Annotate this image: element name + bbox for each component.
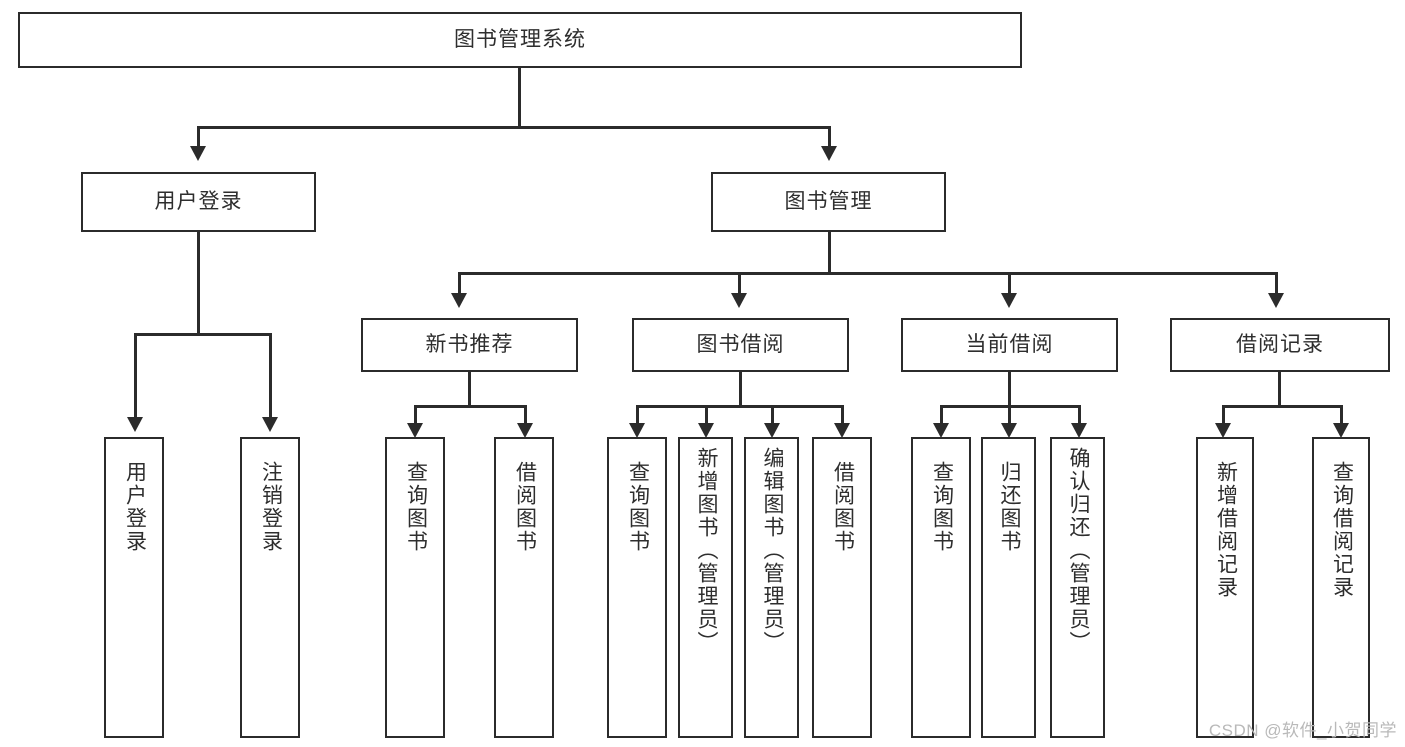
node-current-borrow[interactable]: 当前借阅 xyxy=(901,318,1118,372)
node-label: 查询图书 xyxy=(404,461,428,553)
edge-root-to-user-login xyxy=(197,126,200,148)
edge-book-borrow-stem xyxy=(739,372,742,408)
edge-user-login-branch-2 xyxy=(269,333,272,419)
node-leaf-query-borrow-record[interactable]: 查询借阅记录 xyxy=(1312,437,1370,738)
node-leaf-return-book[interactable]: 归还图书 xyxy=(981,437,1036,738)
node-label: 查询图书 xyxy=(930,461,954,553)
node-label: 注销登录 xyxy=(259,461,283,553)
node-label: 借阅图书 xyxy=(831,461,855,553)
node-label: 图书借阅 xyxy=(696,333,785,357)
node-label: 新增借阅记录 xyxy=(1214,461,1238,599)
arrow-current-borrow-to-leaf-2 xyxy=(1001,423,1017,438)
arrow-root-to-book-management xyxy=(821,146,837,161)
arrow-to-current-borrow xyxy=(1001,293,1017,308)
edge-borrow-record-branch-1 xyxy=(1222,405,1225,425)
arrow-user-login-to-leaf-2 xyxy=(262,417,278,432)
edge-book-management-stem xyxy=(828,232,831,274)
node-leaf-query-book-3[interactable]: 查询图书 xyxy=(911,437,971,738)
edge-level3-branch-1 xyxy=(458,272,461,295)
node-label: 编辑图书（管理员） xyxy=(760,447,784,654)
edge-user-login-stem xyxy=(197,232,200,335)
node-label: 当前借阅 xyxy=(965,333,1054,357)
node-leaf-add-book-admin[interactable]: 新增图书（管理员） xyxy=(678,437,733,738)
arrow-new-book-to-leaf-2 xyxy=(517,423,533,438)
edge-current-borrow-stem xyxy=(1008,372,1011,408)
edge-book-borrow-branch-1 xyxy=(636,405,639,425)
node-leaf-edit-book-admin[interactable]: 编辑图书（管理员） xyxy=(744,437,799,738)
edge-book-borrow-branch-3 xyxy=(771,405,774,425)
edge-new-book-branch-2 xyxy=(524,405,527,425)
node-leaf-confirm-return-admin[interactable]: 确认归还（管理员） xyxy=(1050,437,1105,738)
arrow-borrow-record-to-leaf-1 xyxy=(1215,423,1231,438)
arrow-new-book-to-leaf-1 xyxy=(407,423,423,438)
node-leaf-logout-login[interactable]: 注销登录 xyxy=(240,437,300,738)
edge-user-login-branch-1 xyxy=(134,333,137,419)
edge-user-login-bus xyxy=(134,333,272,336)
arrow-to-book-borrow xyxy=(731,293,747,308)
arrow-root-to-user-login xyxy=(190,146,206,161)
edge-new-book-branch-1 xyxy=(414,405,417,425)
node-label: 新增图书（管理员） xyxy=(694,447,718,654)
node-label: 确认归还（管理员） xyxy=(1066,447,1090,654)
node-system-root[interactable]: 图书管理系统 xyxy=(18,12,1022,68)
edge-book-borrow-branch-2 xyxy=(705,405,708,425)
node-leaf-borrow-book-1[interactable]: 借阅图书 xyxy=(494,437,554,738)
node-user-login[interactable]: 用户登录 xyxy=(81,172,316,232)
node-leaf-query-book-2[interactable]: 查询图书 xyxy=(607,437,667,738)
edge-book-borrow-branch-4 xyxy=(841,405,844,425)
edge-root-to-book-management xyxy=(828,126,831,148)
node-leaf-query-book-1[interactable]: 查询图书 xyxy=(385,437,445,738)
node-leaf-borrow-book-2[interactable]: 借阅图书 xyxy=(812,437,872,738)
node-new-book-recommend[interactable]: 新书推荐 xyxy=(361,318,578,372)
node-label: 图书管理 xyxy=(784,190,873,214)
node-label: 查询借阅记录 xyxy=(1330,461,1354,599)
arrow-book-borrow-to-leaf-1 xyxy=(629,423,645,438)
arrow-to-new-book-recommend xyxy=(451,293,467,308)
edge-current-borrow-branch-3 xyxy=(1078,405,1081,425)
arrow-to-borrow-record xyxy=(1268,293,1284,308)
node-label: 新书推荐 xyxy=(425,333,514,357)
arrow-book-borrow-to-leaf-3 xyxy=(764,423,780,438)
edge-borrow-record-branch-2 xyxy=(1340,405,1343,425)
node-label: 查询图书 xyxy=(626,461,650,553)
node-label: 图书管理系统 xyxy=(454,28,586,52)
arrow-current-borrow-to-leaf-3 xyxy=(1071,423,1087,438)
edge-level3-branch-2 xyxy=(738,272,741,295)
node-book-management[interactable]: 图书管理 xyxy=(711,172,946,232)
node-leaf-user-login[interactable]: 用户登录 xyxy=(104,437,164,738)
node-leaf-add-borrow-record[interactable]: 新增借阅记录 xyxy=(1196,437,1254,738)
node-book-borrow[interactable]: 图书借阅 xyxy=(632,318,849,372)
node-borrow-record[interactable]: 借阅记录 xyxy=(1170,318,1390,372)
node-label: 借阅记录 xyxy=(1236,333,1324,357)
edge-level3-branch-4 xyxy=(1275,272,1278,295)
arrow-borrow-record-to-leaf-2 xyxy=(1333,423,1349,438)
edge-level3-branch-3 xyxy=(1008,272,1011,295)
edge-borrow-record-stem xyxy=(1278,372,1281,408)
node-label: 归还图书 xyxy=(997,461,1021,553)
edge-root-stem xyxy=(518,68,521,128)
edge-new-book-bus xyxy=(414,405,527,408)
edge-root-bus xyxy=(197,126,831,129)
arrow-book-borrow-to-leaf-2 xyxy=(698,423,714,438)
node-label: 用户登录 xyxy=(123,461,147,553)
arrow-current-borrow-to-leaf-1 xyxy=(933,423,949,438)
arrow-user-login-to-leaf-1 xyxy=(127,417,143,432)
edge-level3-bus xyxy=(458,272,1278,275)
edge-new-book-stem xyxy=(468,372,471,408)
node-label: 借阅图书 xyxy=(513,461,537,553)
node-label: 用户登录 xyxy=(154,190,243,214)
edge-book-borrow-bus xyxy=(636,405,844,408)
edge-borrow-record-bus xyxy=(1222,405,1343,408)
arrow-book-borrow-to-leaf-4 xyxy=(834,423,850,438)
edge-current-borrow-branch-2 xyxy=(1008,405,1011,425)
edge-current-borrow-branch-1 xyxy=(940,405,943,425)
